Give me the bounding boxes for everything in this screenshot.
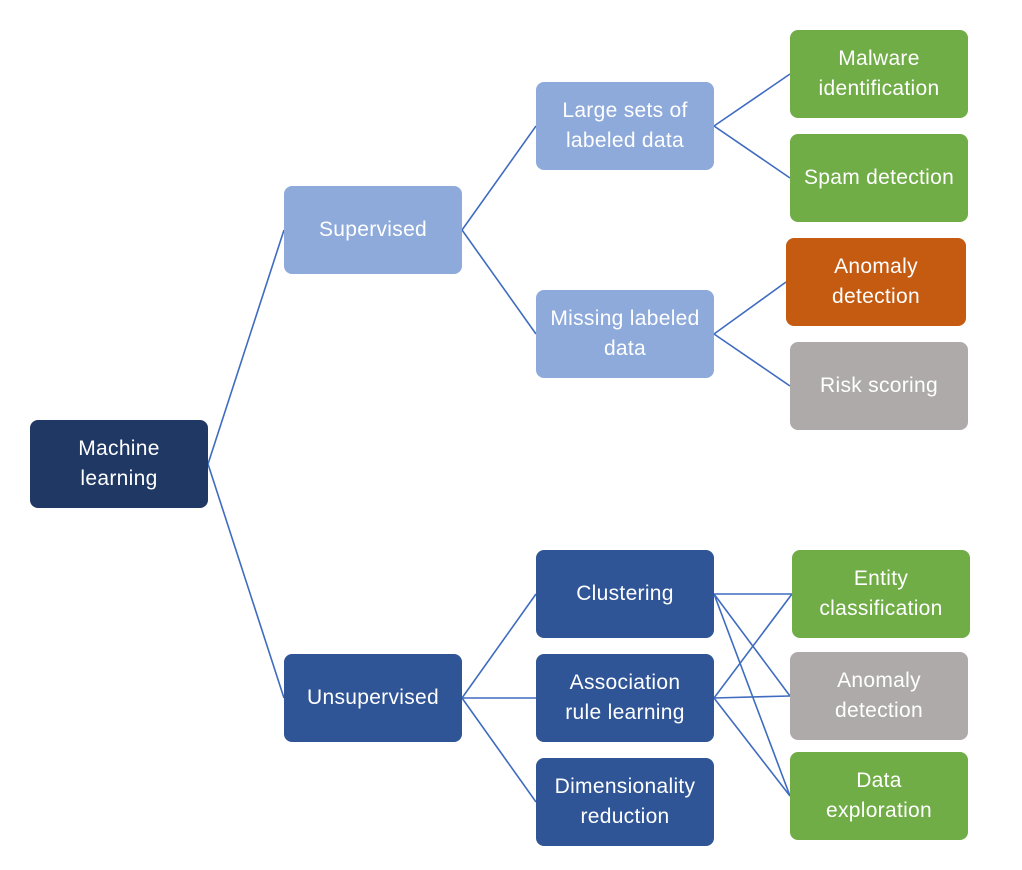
- edge-unsupervised-to-clustering: [461, 593, 537, 699]
- edge-association-to-data_exploration: [713, 697, 791, 797]
- node-label: Unsupervised: [307, 686, 439, 709]
- edge-missing_labeled-to-risk: [713, 333, 791, 387]
- node-label: Large sets of labeled data: [562, 99, 688, 152]
- node-label: Association rule learning: [565, 671, 685, 724]
- edge-root-to-supervised: [207, 229, 285, 465]
- node-supervised: Supervised: [284, 186, 462, 274]
- edge-large_sets-to-malware: [713, 73, 791, 127]
- node-label: Malware identification: [818, 47, 940, 100]
- node-label: Anomaly detection: [832, 255, 920, 308]
- node-risk-scoring: Risk scoring: [790, 342, 968, 430]
- node-label: Spam detection: [803, 166, 955, 189]
- edge-association-to-anomaly_unsup: [713, 695, 791, 699]
- edge-root-to-unsupervised: [207, 463, 285, 699]
- node-label: Anomaly detection: [835, 669, 923, 722]
- node-clustering: Clustering: [536, 550, 714, 638]
- node-label: Data exploration: [825, 769, 933, 822]
- node-spam-detection: Spam detection: [790, 134, 968, 222]
- edge-supervised-to-large_sets: [461, 125, 537, 231]
- node-label: Missing labeled data: [550, 307, 700, 360]
- node-label: Supervised: [318, 218, 428, 241]
- node-unsupervised: Unsupervised: [284, 654, 462, 742]
- node-association-rule-learning: Association rule learning: [536, 654, 714, 742]
- edge-association-to-entity: [713, 593, 793, 699]
- node-anomaly-detection-supervised: Anomaly detection: [786, 238, 966, 326]
- node-label: Entity classification: [819, 567, 943, 620]
- edge-clustering-to-anomaly_unsup: [713, 593, 791, 697]
- edge-unsupervised-to-dimensionality: [461, 697, 537, 803]
- node-dimensionality-reduction: Dimensionality reduction: [536, 758, 714, 846]
- node-missing-labeled-data: Missing labeled data: [536, 290, 714, 378]
- node-label: Risk scoring: [820, 374, 938, 397]
- node-label: Machine learning: [78, 437, 160, 490]
- edge-missing_labeled-to-anomaly_sup: [713, 281, 787, 335]
- node-entity-classification: Entity classification: [792, 550, 970, 638]
- edge-large_sets-to-spam: [713, 125, 791, 179]
- node-large-sets-of-labeled-data: Large sets of labeled data: [536, 82, 714, 170]
- node-malware-identification: Malware identification: [790, 30, 968, 118]
- edge-clustering-to-data_exploration: [713, 593, 791, 797]
- edge-supervised-to-missing_labeled: [461, 229, 537, 335]
- node-label: Clustering: [576, 582, 674, 605]
- node-data-exploration: Data exploration: [790, 752, 968, 840]
- node-label: Dimensionality reduction: [554, 775, 696, 828]
- node-machine-learning: Machine learning: [30, 420, 208, 508]
- node-anomaly-detection-unsupervised: Anomaly detection: [790, 652, 968, 740]
